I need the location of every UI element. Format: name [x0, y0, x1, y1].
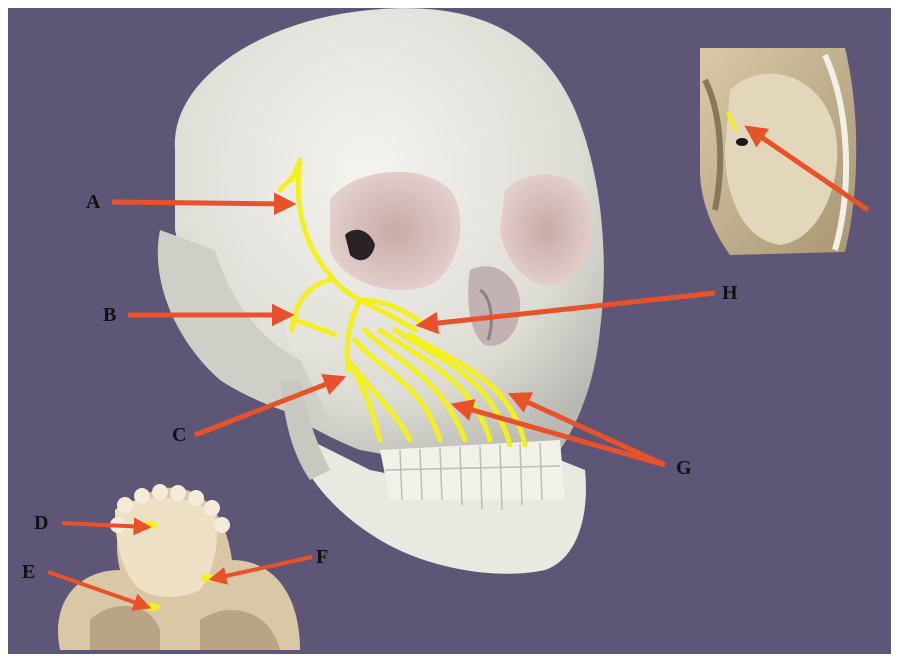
label-b: B	[103, 305, 116, 325]
left-orbit	[330, 172, 460, 290]
label-c: C	[172, 425, 186, 445]
label-g: G	[676, 458, 692, 478]
label-h: H	[722, 283, 738, 303]
label-f: F	[316, 547, 328, 567]
label-e: E	[22, 562, 35, 582]
label-d: D	[34, 513, 48, 533]
label-a: A	[86, 192, 100, 212]
inset-orbit-view	[700, 48, 868, 255]
